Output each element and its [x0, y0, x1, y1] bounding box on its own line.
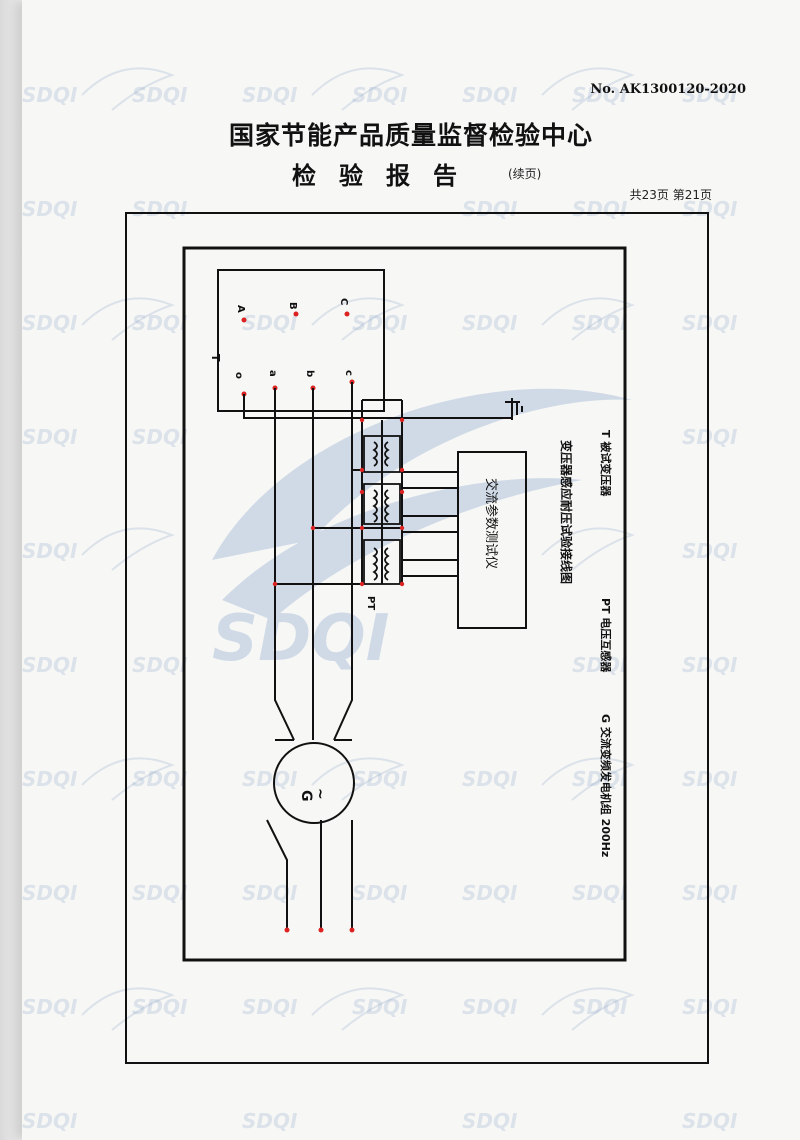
watermark-text: SDQI — [242, 1109, 298, 1133]
watermark-text: SDQI — [242, 767, 298, 791]
generator-label: G — [298, 790, 314, 802]
watermark-text: SDQI — [22, 767, 78, 791]
generator-ac-symbol: ~ — [312, 788, 328, 800]
watermark-text: SDQI — [462, 881, 518, 905]
report-page: SDQI SDQI SDQI SDQI SDQI SDQI SDQI SDQI … — [22, 0, 800, 1140]
watermark-text: SDQI — [22, 425, 78, 449]
watermark-text: SDQI — [462, 995, 518, 1019]
ground-icon — [511, 398, 523, 420]
watermark-text: SDQI — [242, 83, 298, 107]
watermark-text: SDQI — [352, 311, 408, 335]
legend-generator: G 交流变频发电机组 200Hz — [599, 714, 613, 857]
terminal-dot-A — [241, 317, 247, 323]
watermark-text: SDQI — [682, 881, 738, 905]
terminal-o-label: o — [233, 372, 244, 379]
watermark-text: SDQI — [22, 995, 78, 1019]
ac-parameter-tester-label: 交流参数测试仪 — [483, 478, 499, 569]
watermark-text: SDQI — [572, 653, 628, 677]
outer-frame — [125, 212, 709, 1064]
sdqi-watermark: SDQI SDQI SDQI SDQI SDQI SDQI SDQI SDQI … — [22, 67, 738, 1133]
watermark-text: SDQI — [682, 425, 738, 449]
watermark-text: SDQI — [352, 881, 408, 905]
watermark-text: SDQI — [462, 83, 518, 107]
logo-watermark-text: SDQI — [212, 602, 389, 676]
watermark-text: SDQI — [22, 539, 78, 563]
watermark-text: SDQI — [22, 881, 78, 905]
watermark-text: SDQI — [132, 311, 188, 335]
pt-coils-icon — [363, 435, 401, 585]
watermark-text: SDQI — [682, 539, 738, 563]
wiring — [243, 382, 520, 930]
watermark-text: SDQI — [132, 881, 188, 905]
connection-dots — [272, 417, 405, 933]
watermark-text: SDQI — [132, 83, 188, 107]
terminal-c-label: c — [343, 370, 354, 376]
page-binding-edge — [0, 0, 22, 1140]
watermark-text: SDQI — [572, 767, 628, 791]
watermark-text: SDQI — [22, 1109, 78, 1133]
watermark-text: SDQI — [682, 197, 738, 221]
watermark-text: SDQI — [462, 767, 518, 791]
watermark-text: SDQI — [682, 653, 738, 677]
watermark-text: SDQI — [22, 311, 78, 335]
legend-transformer: T 被试变压器 — [599, 430, 613, 497]
watermark-text: SDQI — [242, 995, 298, 1019]
terminal-A-label: A — [235, 305, 246, 313]
watermark-text: SDQI — [682, 1109, 738, 1133]
terminal-b-label: b — [304, 370, 315, 377]
terminal-C-label: C — [338, 298, 349, 305]
transformer-box — [217, 269, 385, 412]
inner-frame — [182, 246, 627, 962]
watermark-text: SDQI — [132, 767, 188, 791]
induced-voltage-test-diagram: T A B C o a b c — [125, 212, 709, 1064]
generator-circle — [273, 742, 355, 824]
terminal-dot-B — [293, 311, 299, 317]
watermark-text: SDQI — [682, 767, 738, 791]
watermark-text: SDQI — [132, 425, 188, 449]
watermark-text: SDQI — [462, 311, 518, 335]
watermark-text: SDQI — [132, 197, 188, 221]
watermark-text: SDQI — [132, 653, 188, 677]
diagram-caption-title: 变压器感应耐压试验接线图 — [559, 440, 574, 584]
pt-label: PT — [365, 596, 376, 610]
legend-pt: PT 电压互感器 — [599, 598, 613, 673]
watermark-text: SDQI — [242, 881, 298, 905]
transformer-label: T — [209, 354, 222, 362]
watermark-text: SDQI — [572, 83, 628, 107]
watermark-text: SDQI — [462, 1109, 518, 1133]
report-title: 检验报告 — [292, 162, 480, 190]
terminal-dot-C — [344, 311, 350, 317]
watermark-text: SDQI — [682, 83, 738, 107]
terminal-B-label: B — [287, 302, 298, 310]
watermark-text: SDQI — [572, 995, 628, 1019]
report-number: No. AK1300120-2020 — [590, 82, 746, 97]
watermark-text: SDQI — [22, 653, 78, 677]
page-count: 共23页 第21页 — [629, 188, 712, 202]
watermark-text: SDQI — [22, 83, 78, 107]
watermark-text: SDQI — [352, 83, 408, 107]
watermark-text: SDQI — [572, 311, 628, 335]
watermark-text: SDQI — [352, 995, 408, 1019]
watermark-text: SDQI — [352, 767, 408, 791]
watermark-text: SDQI — [572, 197, 628, 221]
continued-page-note: (续页) — [508, 167, 542, 181]
watermark-text: SDQI — [462, 197, 518, 221]
watermark-text: SDQI — [572, 881, 628, 905]
watermark-text: SDQI — [682, 995, 738, 1019]
watermark-text: SDQI — [242, 311, 298, 335]
watermark-text: SDQI — [22, 197, 78, 221]
watermark-text: SDQI — [132, 995, 188, 1019]
organization-title: 国家节能产品质量监督检验中心 — [228, 121, 593, 150]
terminal-a-label: a — [267, 370, 278, 377]
watermark-text: SDQI — [682, 311, 738, 335]
ac-parameter-tester-box — [457, 451, 527, 629]
